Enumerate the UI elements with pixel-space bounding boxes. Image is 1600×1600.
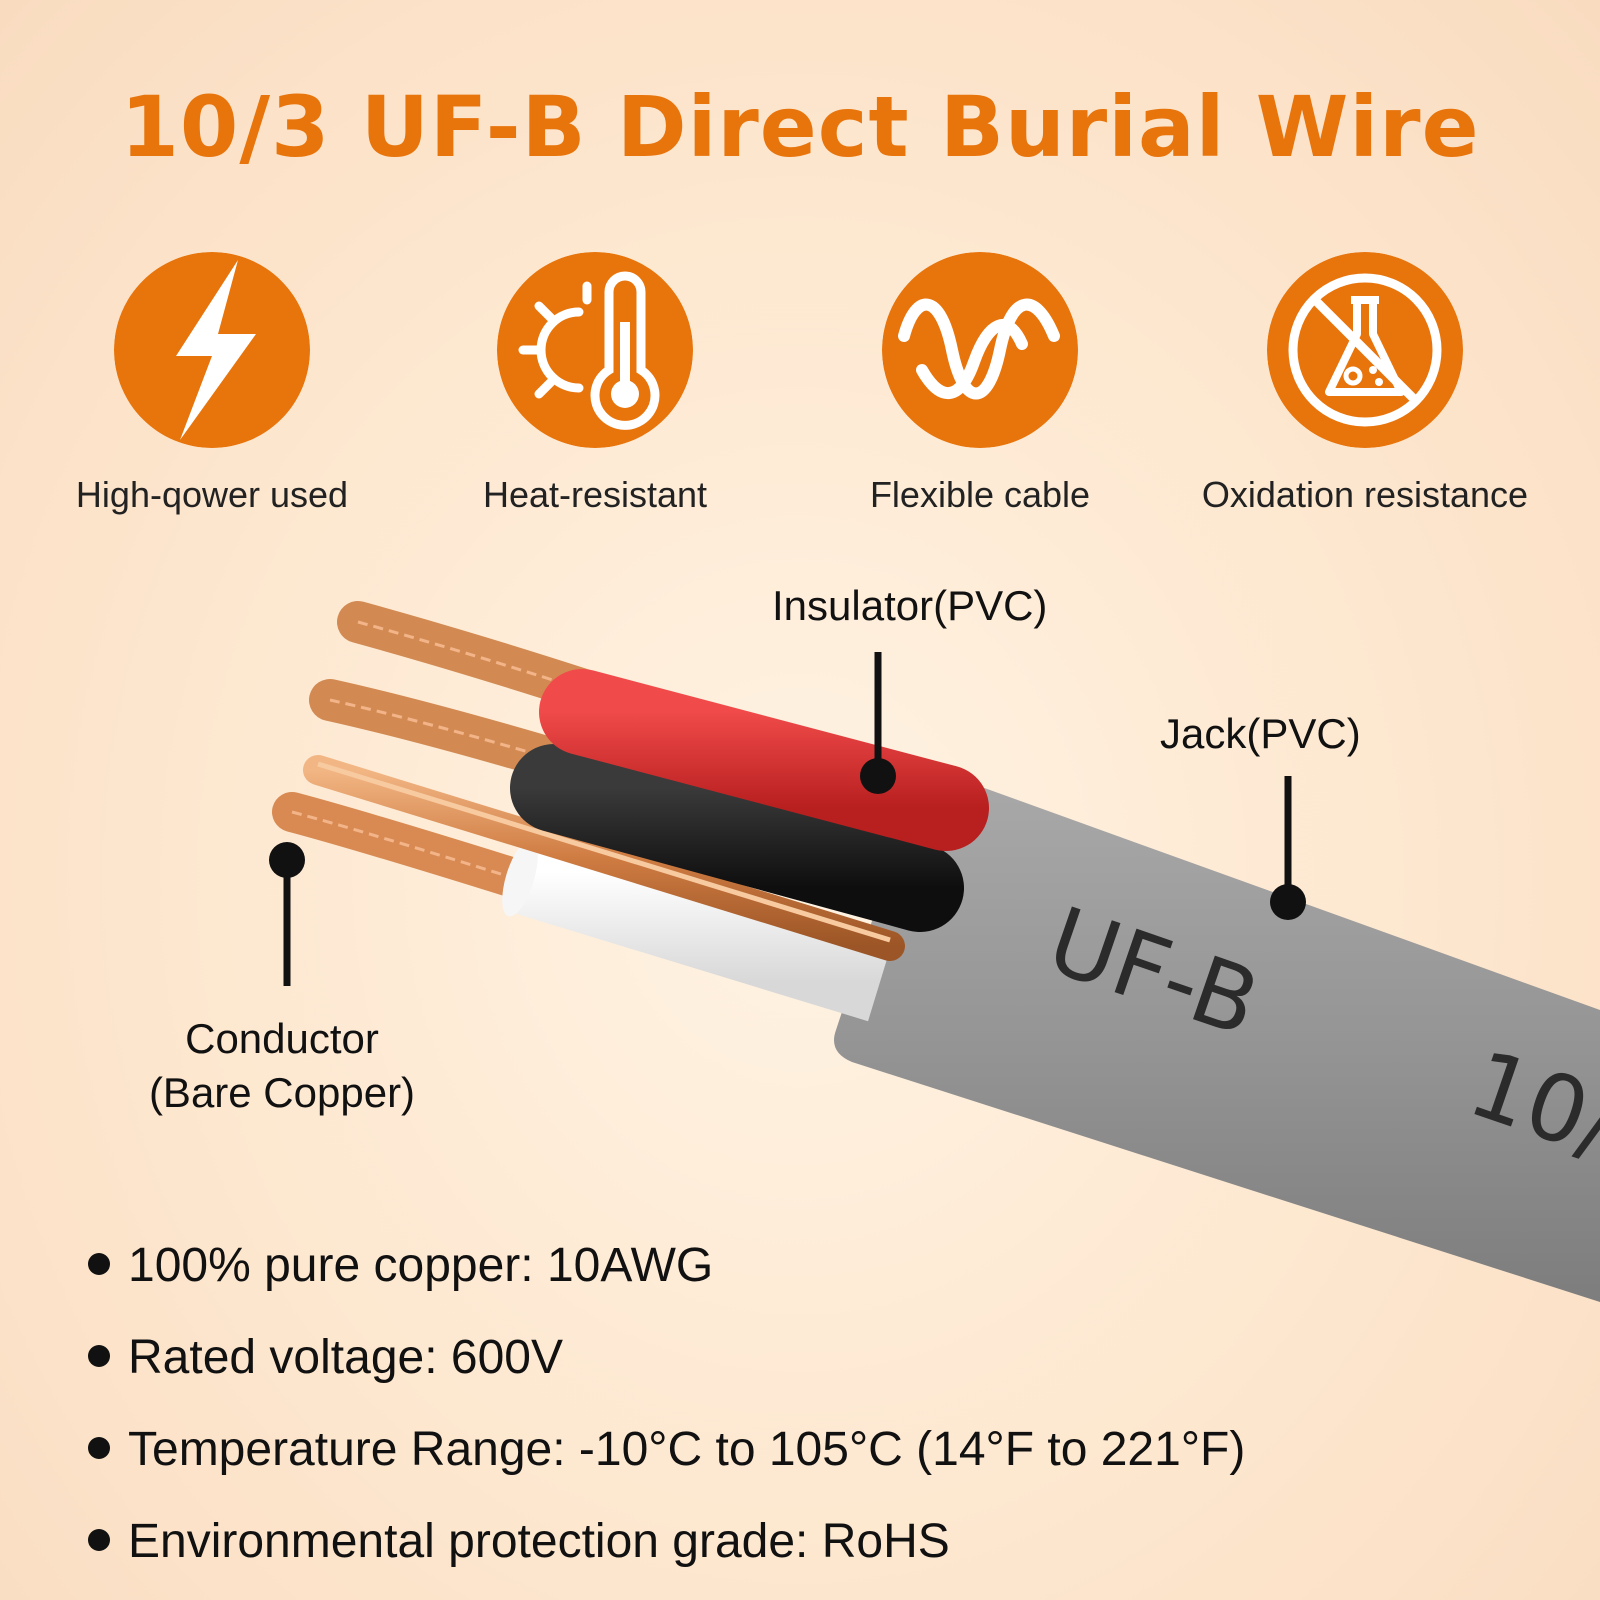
bare-copper-ground	[303, 755, 905, 961]
bullet-icon	[88, 1437, 110, 1460]
feature-label: High-qower used	[75, 474, 349, 515]
spec-text: Temperature Range: -10°C to 105°C (14°F …	[128, 1423, 1246, 1476]
feature-high-power: High-qower used	[22, 252, 402, 516]
spec-item: Environmental protection grade: RoHS	[88, 1496, 1245, 1588]
page-title: 10/3 UF-B Direct Burial Wire	[120, 78, 1480, 176]
bullet-icon	[88, 1345, 110, 1368]
spec-text: 100% pure copper: 10AWG	[128, 1239, 714, 1292]
no-chemical-flask-icon	[1267, 252, 1463, 448]
white-conductor	[272, 792, 892, 1022]
conductor-label-line2: (Bare Copper)	[148, 1069, 416, 1116]
spec-text: Environmental protection grade: RoHS	[128, 1515, 950, 1568]
conductor-label: Conductor (Bare Copper)	[140, 1012, 424, 1120]
spec-item: 100% pure copper: 10AWG	[88, 1220, 1245, 1312]
spec-item: Rated voltage: 600V	[88, 1312, 1245, 1404]
jacket-label: Jack(PVC)	[1160, 710, 1361, 757]
feature-label: Heat-resistant	[482, 474, 708, 515]
wave-icon	[882, 252, 1078, 448]
feature-label: Oxidation resistance	[1201, 474, 1529, 515]
black-conductor	[309, 679, 964, 932]
sun-thermometer-icon	[497, 252, 693, 448]
conductor-label-line1: Conductor	[185, 1015, 379, 1062]
feature-flexible: Flexible cable	[790, 252, 1170, 516]
feature-heat-resistant: Heat-resistant	[405, 252, 785, 516]
spec-text: Rated voltage: 600V	[128, 1331, 563, 1384]
insulator-label: Insulator(PVC)	[772, 582, 1048, 629]
spec-item: Temperature Range: -10°C to 105°C (14°F …	[88, 1404, 1245, 1496]
bullet-icon	[88, 1529, 110, 1552]
conductor-callout	[269, 842, 305, 986]
spec-list: 100% pure copper: 10AWG Rated voltage: 6…	[88, 1220, 1245, 1588]
feature-oxidation: Oxidation resistance	[1175, 252, 1555, 516]
lightning-bolt-icon	[114, 252, 310, 448]
jacket-callout	[1270, 776, 1306, 920]
outer-jacket: UF-B 10/	[834, 772, 1600, 1302]
bullet-icon	[88, 1253, 110, 1276]
insulator-callout	[860, 652, 896, 794]
feature-label: Flexible cable	[869, 474, 1091, 515]
